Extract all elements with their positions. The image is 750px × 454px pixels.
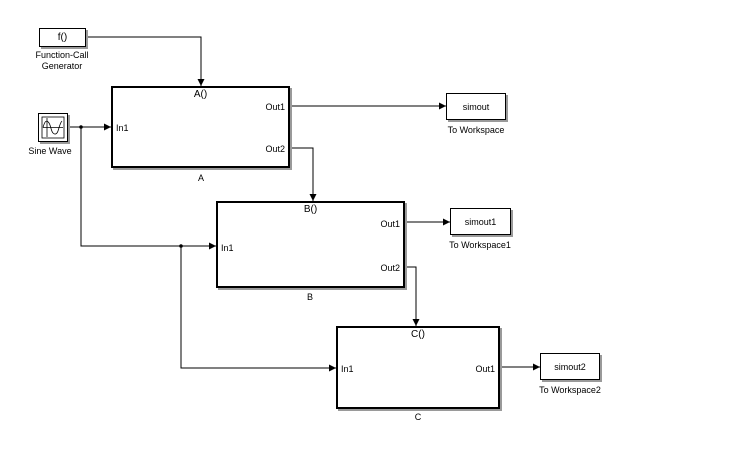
sine-to-b-line[interactable] — [80, 127, 216, 250]
subsystem-a-trigger-label: A() — [193, 89, 208, 100]
function-call-generator-block[interactable]: f() — [39, 28, 86, 47]
to-workspace2-block[interactable]: simout2 — [540, 353, 600, 380]
function-call-generator-caption: Function-Call Generator — [22, 50, 102, 72]
a-out2-line[interactable] — [290, 147, 317, 201]
function-call-generator-text: f() — [57, 32, 68, 43]
subsystem-b-out1-port: Out1 — [380, 219, 400, 229]
subsystem-c-block[interactable]: C() In1 Out1 — [336, 326, 500, 409]
subsystem-b-trigger-label: B() — [303, 204, 318, 215]
subsystem-b-in1-port: In1 — [221, 243, 234, 253]
to-workspace2-variable: simout2 — [554, 362, 586, 372]
sine-wave-icon — [41, 116, 65, 139]
sine-wave-caption: Sine Wave — [28, 146, 72, 156]
branch-point-1 — [79, 125, 83, 129]
subsystem-c-out1-port: Out1 — [475, 364, 495, 374]
subsystem-a-in1-port: In1 — [116, 123, 129, 133]
subsystem-a-out1-port: Out1 — [265, 102, 285, 112]
branch-point-2 — [179, 244, 183, 248]
sine-to-c-line[interactable] — [180, 246, 336, 372]
subsystem-a-out2-port: Out2 — [265, 144, 285, 154]
subsystem-c-in1-port: In1 — [341, 364, 354, 374]
to-workspace1-block[interactable]: simout1 — [450, 208, 511, 235]
sine-wave-block[interactable] — [38, 113, 68, 142]
subsystem-a-block[interactable]: A() In1 Out1 Out2 — [111, 86, 290, 168]
subsystem-c-caption: C — [414, 412, 422, 422]
function-call-generator-caption-line2: Generator — [41, 61, 83, 71]
to-workspace-variable: simout — [462, 102, 490, 112]
to-workspace2-caption: To Workspace2 — [539, 385, 601, 395]
to-workspace1-variable: simout1 — [464, 217, 497, 227]
subsystem-b-out2-port: Out2 — [380, 263, 400, 273]
subsystem-b-caption: B — [306, 292, 313, 302]
function-call-generator-caption-line1: Function-Call — [35, 50, 89, 60]
subsystem-b-block[interactable]: B() In1 Out1 Out2 — [216, 201, 405, 288]
to-workspace-block[interactable]: simout — [446, 93, 506, 120]
to-workspace1-caption: To Workspace1 — [449, 240, 511, 250]
fcall-line[interactable] — [86, 36, 205, 86]
to-workspace-caption: To Workspace — [447, 125, 505, 135]
subsystem-a-caption: A — [197, 173, 204, 183]
b-out2-line[interactable] — [405, 266, 420, 326]
subsystem-c-trigger-label: C() — [411, 329, 425, 340]
